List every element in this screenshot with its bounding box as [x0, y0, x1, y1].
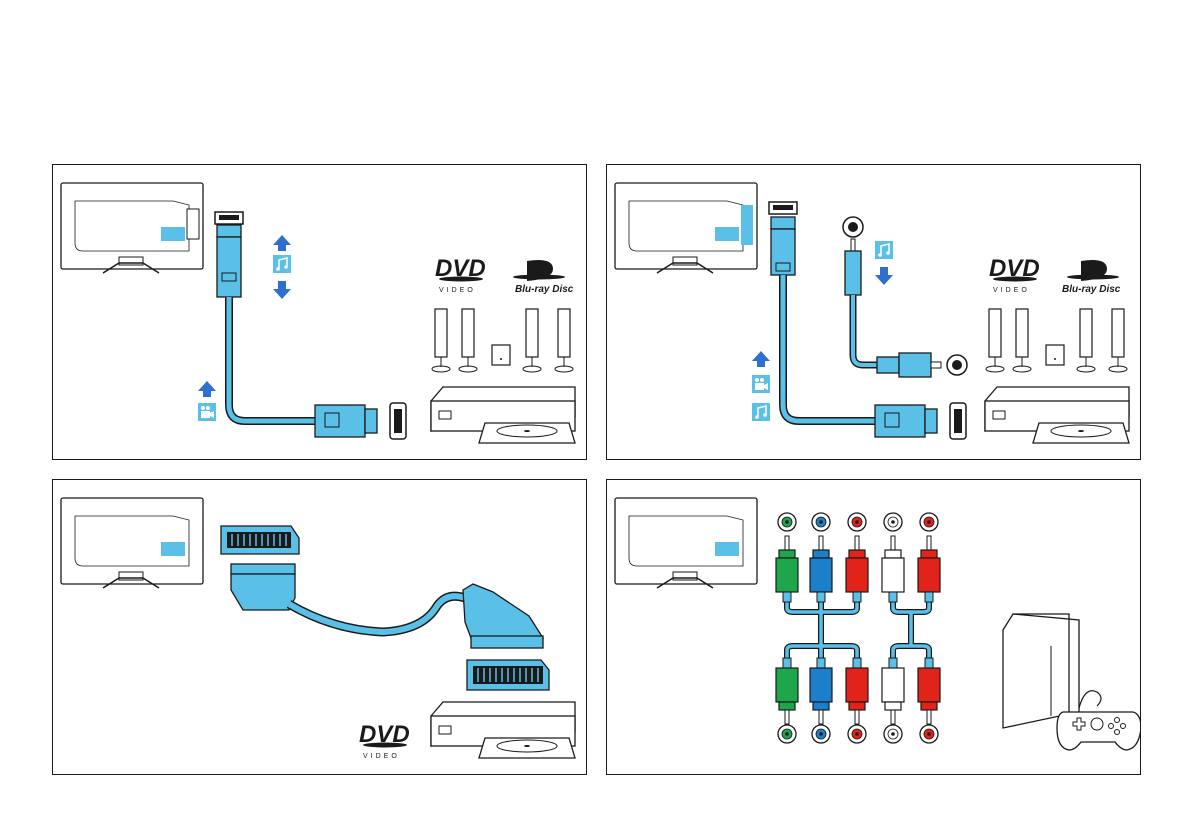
svg-text:Blu-ray Disc: Blu-ray Disc — [515, 284, 574, 295]
svg-text:VIDEO: VIDEO — [993, 287, 1030, 294]
rca-pin — [891, 710, 895, 724]
dvd-video-logo: DVD VIDEO — [435, 255, 486, 294]
rca-plug — [776, 558, 798, 592]
hdmi-cable — [215, 212, 406, 439]
rca-plug — [810, 558, 832, 592]
music-note-icon — [875, 241, 893, 259]
music-note-icon — [752, 403, 770, 421]
rca-pin — [819, 536, 823, 550]
rca-pin — [819, 710, 823, 724]
bluray-logo: Blu-ray Disc — [1062, 260, 1121, 295]
scart-diagram: DVD VIDEO — [53, 480, 587, 775]
tv-illustration — [61, 498, 203, 588]
dvd-video-logo: DVD VIDEO — [989, 255, 1040, 294]
game-console-icon — [1003, 614, 1079, 728]
dvd-player — [985, 387, 1129, 443]
rca-pin — [927, 710, 931, 724]
arrow-down-icon — [875, 267, 893, 285]
rca-pin — [927, 536, 931, 550]
component-diagram — [607, 480, 1141, 775]
scart-panel: DVD VIDEO — [52, 479, 587, 775]
dvd-player — [431, 387, 575, 443]
tv-illustration — [615, 183, 757, 273]
rca-pin — [785, 710, 789, 724]
home-theater-speakers — [986, 309, 1127, 372]
rca-plug — [882, 558, 904, 592]
audio-cable — [843, 217, 967, 377]
arrow-up-icon — [198, 381, 216, 397]
rca-pin — [785, 536, 789, 550]
home-theater-speakers — [432, 309, 573, 372]
rca-plug — [810, 668, 832, 702]
rca-plug — [918, 668, 940, 702]
hdmi-arc-panel: DVD VIDEO Blu-ray Disc — [52, 164, 587, 460]
rca-plug — [776, 668, 798, 702]
svg-text:VIDEO: VIDEO — [439, 287, 476, 294]
component-cables — [776, 513, 940, 743]
video-camera-icon — [752, 375, 770, 393]
svg-text:VIDEO: VIDEO — [363, 753, 400, 760]
rca-plug — [918, 558, 940, 592]
rca-pin — [891, 536, 895, 550]
bluray-logo: Blu-ray Disc — [513, 260, 574, 295]
rca-plug — [846, 668, 868, 702]
arrow-up-icon — [273, 235, 291, 251]
rca-pin — [855, 536, 859, 550]
video-camera-icon — [198, 403, 216, 421]
tv-illustration — [615, 498, 757, 588]
svg-text:Blu-ray Disc: Blu-ray Disc — [1062, 284, 1121, 295]
hdmi-arc-diagram: DVD VIDEO Blu-ray Disc — [53, 165, 587, 460]
music-note-icon — [273, 255, 291, 273]
rca-pin — [855, 710, 859, 724]
scart-cable — [221, 526, 549, 690]
dvd-player — [431, 702, 575, 758]
component-panel — [606, 479, 1141, 775]
hdmi-audio-diagram: DVD VIDEO Blu-ray Disc — [607, 165, 1141, 460]
hdmi-audio-panel: DVD VIDEO Blu-ray Disc — [606, 164, 1141, 460]
tv-illustration — [61, 183, 203, 273]
arrow-up-icon — [752, 351, 770, 367]
hdmi-cable — [769, 202, 966, 439]
dvd-video-logo: DVD VIDEO — [359, 721, 410, 760]
rca-plug — [882, 668, 904, 702]
rca-plug — [846, 558, 868, 592]
arrow-down-icon — [273, 281, 291, 299]
